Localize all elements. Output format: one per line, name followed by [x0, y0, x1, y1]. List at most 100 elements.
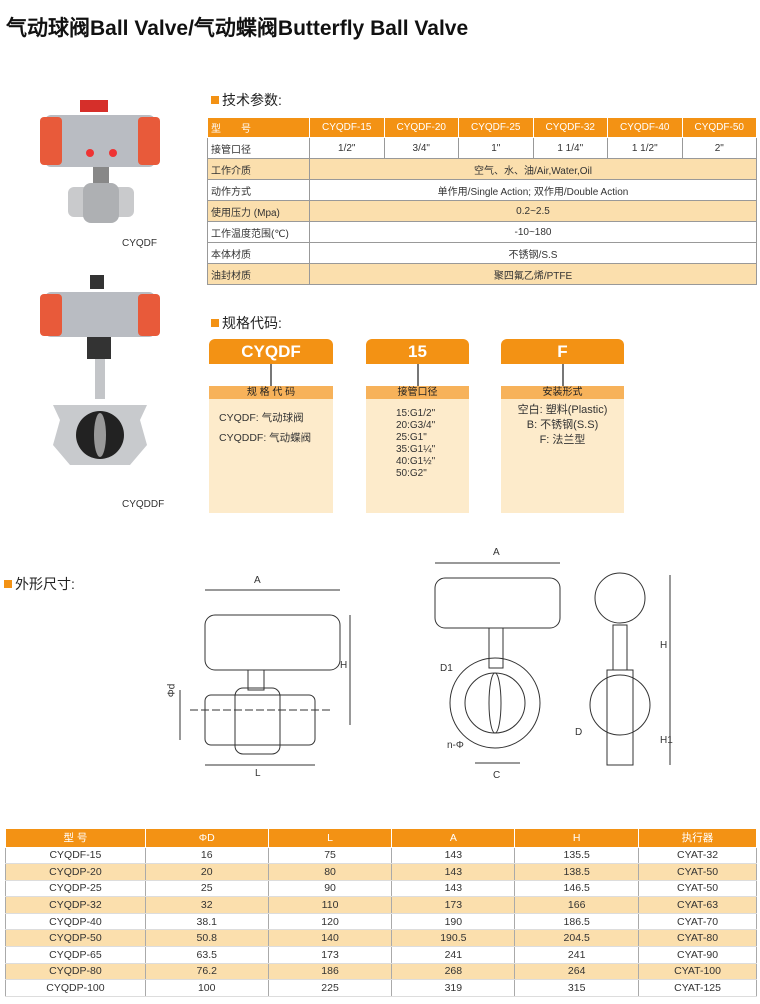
header-cell: CYQDF-25: [458, 117, 534, 138]
butterfly-valve-front-drawing: [434, 562, 561, 764]
table-cell: 63.5: [144, 946, 269, 964]
dimension-label: H1: [660, 735, 673, 746]
table-cell: CYAT-63: [638, 896, 757, 914]
table-cell: ΦD: [144, 829, 269, 848]
table-cell: CYAT-125: [638, 979, 757, 997]
table-cell: -10~180: [309, 221, 757, 243]
table-cell: 聚四氟乙烯/PTFE: [309, 263, 757, 285]
table-cell: CYAT-50: [638, 863, 757, 881]
bullet-icon: [211, 319, 219, 327]
table-cell: 204.5: [514, 929, 640, 948]
table-cell: 空气、水、油/Air,Water,Oil: [309, 158, 757, 180]
code-option: 35:G1¼": [396, 444, 436, 455]
table-cell: CYQDP-65: [5, 946, 146, 964]
table-cell: 315: [514, 979, 640, 997]
table-cell: A: [391, 829, 516, 848]
dimension-label: Φd: [166, 683, 178, 698]
bullet-icon: [4, 580, 12, 588]
dimension-label: H: [340, 660, 348, 671]
table-row: 油封材质聚四氟乙烯/PTFE: [207, 263, 757, 285]
code-option: B: 不锈钢(S.S): [526, 419, 599, 431]
table-row: 工作介质空气、水、油/Air,Water,Oil: [207, 158, 757, 180]
code-box-size: 15 接管口径 15:G1/2" 20:G3/4" 25:G1" 35:G1¼"…: [366, 339, 469, 513]
table-cell: 241: [514, 946, 640, 964]
dimension-label: L: [255, 768, 261, 779]
table-cell: 2": [681, 137, 757, 159]
table-cell: 143: [391, 847, 516, 865]
code-option: 25:G1": [396, 432, 427, 443]
table-cell: 241: [391, 946, 516, 964]
code-option: CYQDF: 气动球阀: [219, 412, 304, 424]
table-cell: CYQDP-25: [5, 880, 146, 898]
table-cell: 173: [391, 896, 516, 914]
spec-table: 型 号 CYQDF-15 CYQDF-20 CYQDF-25 CYQDF-32 …: [207, 117, 757, 285]
code-option: CYQDDF: 气动蝶阀: [219, 432, 312, 444]
table-row: 本体材质不锈钢/S.S: [207, 242, 757, 264]
table-cell: 执行器: [638, 829, 757, 848]
table-cell: 38.1: [144, 913, 269, 931]
table-row: 接管口径 1/2" 3/4" 1" 1 1/4" 1 1/2" 2": [207, 137, 757, 159]
page-title: 气动球阀Ball Valve/气动蝶阀Butterfly Ball Valve: [6, 17, 469, 40]
table-cell: 90: [267, 880, 393, 898]
code-label: 安装形式: [501, 386, 624, 399]
table-cell: 140: [267, 929, 393, 948]
table-row: 动作方式单作用/Single Action; 双作用/Double Action: [207, 179, 757, 201]
table-cell: CYQDP-80: [5, 963, 146, 981]
table-cell: CYAT-70: [638, 913, 757, 931]
section-heading-dims: 外形尺寸:: [4, 574, 75, 594]
table-header-row: 型 号 CYQDF-15 CYQDF-20 CYQDF-25 CYQDF-32 …: [207, 117, 757, 138]
table-cell: 20: [144, 863, 269, 881]
table-cell: 1 1/2": [607, 137, 683, 159]
section-heading-code: 规格代码:: [211, 313, 282, 333]
table-cell: 16: [144, 847, 269, 865]
ball-valve-image: [40, 100, 160, 223]
dimension-label: D: [575, 727, 583, 738]
section-label: 技术参数:: [222, 92, 282, 108]
table-cell: 143: [391, 880, 516, 898]
table-cell: 190.5: [391, 929, 516, 948]
table-cell: 0.2~2.5: [309, 200, 757, 222]
table-cell: 不锈钢/S.S: [309, 242, 757, 264]
section-label: 外形尺寸:: [15, 576, 75, 592]
table-cell: 75: [267, 847, 393, 865]
table-cell: 1 1/4": [532, 137, 608, 159]
dimension-label: D1: [440, 663, 453, 674]
connector-line: [270, 364, 272, 386]
table-cell: 32: [144, 896, 269, 914]
table-cell: 1": [458, 137, 534, 159]
header-cell: CYQDF-40: [607, 117, 683, 138]
table-cell: L: [267, 829, 393, 848]
table-cell: CYQDP-32: [5, 896, 146, 914]
table-cell: CYAT-90: [638, 946, 757, 964]
row-label: 使用压力 (Mpa): [207, 200, 310, 222]
code-option: F: 法兰型: [539, 434, 586, 446]
table-cell: CYQDP-50: [5, 929, 146, 948]
product-caption: CYQDDF: [122, 499, 165, 510]
section-heading-spec: 技术参数:: [211, 90, 282, 110]
table-cell: CYQDF-15: [5, 847, 146, 865]
table-cell: 186.5: [514, 913, 640, 931]
table-cell: 186: [267, 963, 393, 981]
table-cell: 3/4": [383, 137, 459, 159]
table-cell: 268: [391, 963, 516, 981]
header-cell: CYQDF-20: [383, 117, 459, 138]
table-cell: CYAT-50: [638, 880, 757, 898]
table-cell: 型 号: [5, 829, 146, 848]
code-box-mount: F 安装形式 空白: 塑料(Plastic) B: 不锈钢(S.S) F: 法兰…: [501, 339, 624, 513]
code-option: 40:G1½": [396, 456, 436, 467]
table-cell: 76.2: [144, 963, 269, 981]
code-value: CYQDF: [209, 339, 333, 364]
row-label: 工作介质: [207, 158, 310, 180]
table-cell: 225: [267, 979, 393, 997]
table-cell: 166: [514, 896, 640, 914]
dimension-label: H: [660, 640, 668, 651]
butterfly-valve-side-drawing: [589, 572, 671, 766]
